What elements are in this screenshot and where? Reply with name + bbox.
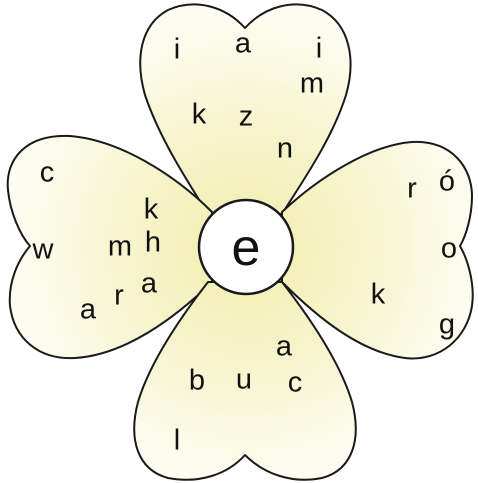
letter-tile[interactable]: m <box>108 233 132 262</box>
letter-tile[interactable]: k <box>144 196 159 225</box>
letter-tile[interactable]: g <box>439 311 455 340</box>
letter-tile[interactable]: z <box>239 103 254 132</box>
letter-tile[interactable]: o <box>441 235 457 264</box>
letter-tile[interactable]: k <box>371 281 386 310</box>
letter-tile[interactable]: a <box>276 333 292 362</box>
letter-tile[interactable]: u <box>236 366 252 395</box>
letter-tile[interactable]: k <box>192 101 207 130</box>
letter-tile[interactable]: r <box>114 282 124 311</box>
letter-tile[interactable]: m <box>300 70 324 99</box>
letter-tile[interactable]: w <box>33 236 54 265</box>
letter-tile[interactable]: b <box>189 367 205 396</box>
letter-tile[interactable]: h <box>145 229 161 258</box>
letter-tile[interactable]: c <box>40 159 55 188</box>
letter-tile[interactable]: c <box>288 369 303 398</box>
letter-tile[interactable]: n <box>277 135 293 164</box>
letter-tile[interactable]: r <box>407 175 417 204</box>
letter-tile[interactable]: ó <box>439 168 455 197</box>
letter-tile[interactable]: l <box>174 427 180 456</box>
letter-tile[interactable]: i <box>316 35 322 64</box>
letter-tile[interactable]: a <box>141 270 157 299</box>
center-letter[interactable]: e <box>232 222 261 274</box>
letter-tile[interactable]: a <box>80 296 96 325</box>
letter-tile[interactable]: a <box>235 30 251 59</box>
letter-tile[interactable]: i <box>174 36 180 65</box>
